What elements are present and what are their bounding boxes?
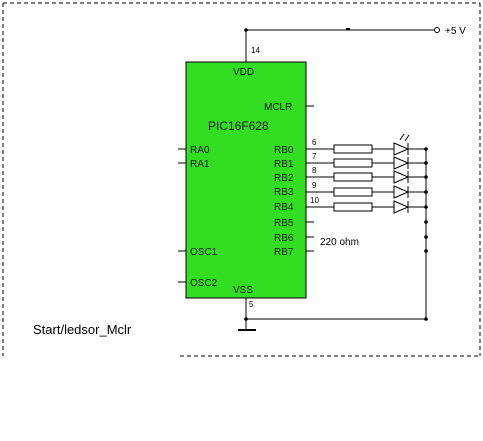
pin-label-ra1: RA1 [190, 159, 210, 170]
pin-number-rb4: 10 [310, 196, 319, 205]
resistor-rb4 [333, 202, 373, 212]
pin-label-rb2: RB2 [274, 173, 294, 184]
pin-label-rb5: RB5 [274, 218, 294, 229]
pin-number-rb0: 6 [312, 138, 317, 147]
pin-label-rb7: RB7 [274, 247, 294, 258]
led-rb3 [393, 185, 410, 199]
pin-number-rb3: 9 [312, 181, 317, 190]
led-rb4 [393, 200, 410, 214]
vss-pin-number: 5 [249, 300, 254, 309]
border-frame [2, 2, 481, 357]
pin-label-rb3: RB3 [274, 187, 294, 198]
resistor-rb3 [333, 187, 373, 197]
pin-label-mclr: MCLR [264, 102, 292, 113]
right-pin-stubs [306, 105, 314, 252]
pin-number-rb2: 8 [312, 166, 317, 175]
pin-label-rb0: RB0 [274, 145, 294, 156]
pin-label-osc1: OSC1 [190, 247, 218, 258]
resistor-rb1 [333, 158, 373, 168]
schematic-caption: Start/ledsor_Mclr [33, 322, 132, 337]
pin-label-rb4: RB4 [274, 202, 294, 213]
pin-label-osc2: OSC2 [190, 278, 218, 289]
resistor-value-label: 220 ohm [320, 237, 359, 248]
left-pins [178, 148, 186, 283]
vss-label: VSS [233, 285, 253, 296]
vdd-label: VDD [233, 67, 254, 78]
resistor-rb0 [333, 144, 373, 154]
pin-label-ra0: RA0 [190, 145, 210, 156]
led-branches [306, 133, 426, 214]
junction-dots [244, 28, 428, 321]
pin-number-rb1: 7 [312, 152, 317, 161]
pin-label-rb1: RB1 [274, 159, 294, 170]
chip-name: PIC16F628 [208, 119, 269, 133]
led-rb2 [393, 170, 410, 184]
vdd-pin-number: 14 [251, 46, 260, 55]
pic-chip-body [185, 61, 307, 299]
resistor-rb2 [333, 172, 373, 182]
pin-label-rb6: RB6 [274, 233, 294, 244]
led-rb1 [393, 156, 410, 170]
led-rb0 [393, 142, 410, 156]
supply-label: +5 V [445, 26, 466, 37]
supply-rail [245, 27, 440, 62]
